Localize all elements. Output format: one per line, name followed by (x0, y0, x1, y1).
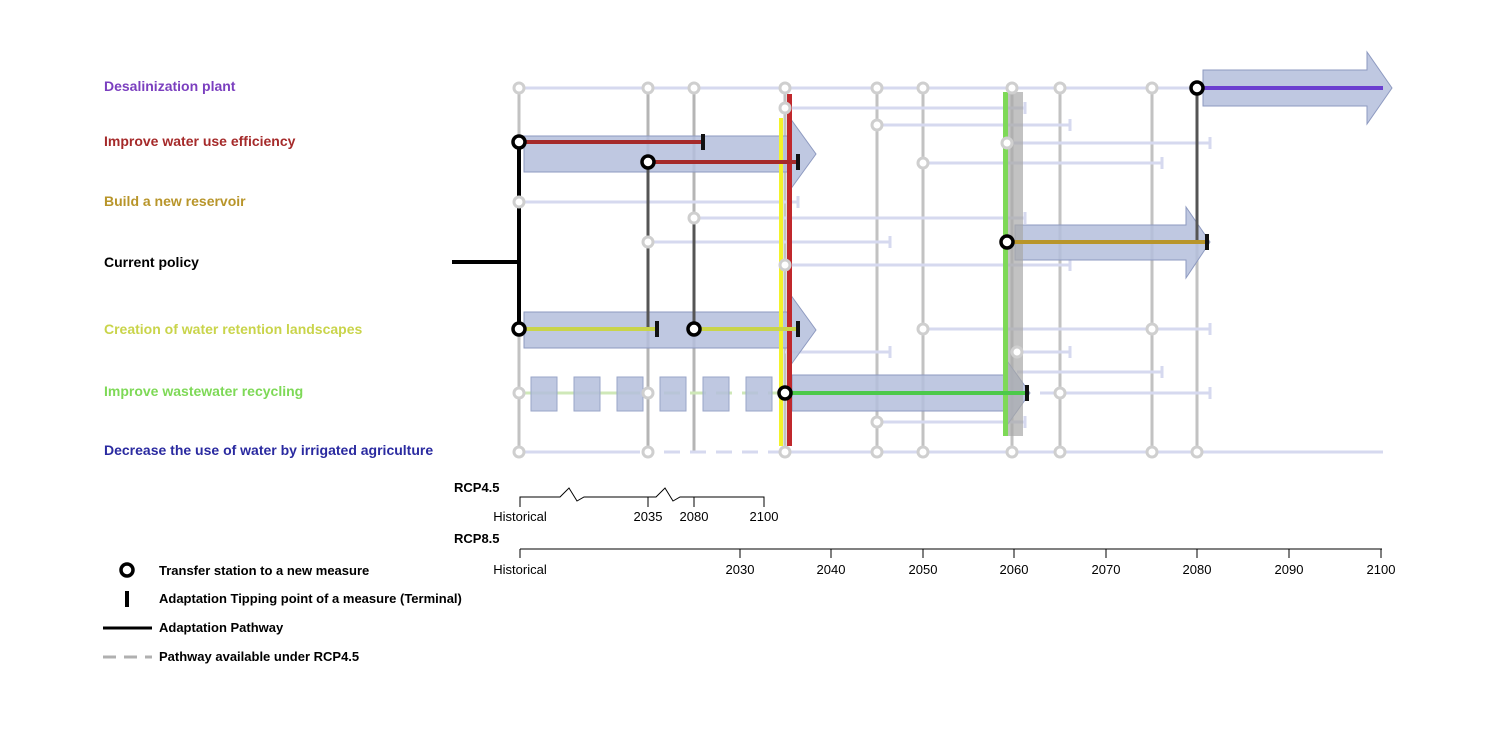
transfer-station-icon (119, 562, 135, 578)
node (512, 195, 526, 209)
transfer-station-icon (1189, 80, 1205, 96)
node (641, 386, 655, 400)
square-marker (530, 376, 558, 412)
node (870, 445, 884, 459)
node (870, 81, 884, 95)
legend-label: Adaptation Tipping point of a measure (T… (159, 591, 462, 606)
node (1190, 445, 1204, 459)
rcp85-tick-label: 2030 (726, 562, 755, 577)
node (1005, 445, 1019, 459)
rcp45-tick-label: 2080 (680, 509, 709, 524)
light-terminal-ticks (796, 102, 1212, 428)
node (778, 258, 792, 272)
node (512, 81, 526, 95)
rcp85-ticks (519, 549, 1382, 558)
measure-label-agriculture: Decrease the use of water by irrigated a… (104, 442, 433, 458)
rcp85-tick-label: 2040 (817, 562, 846, 577)
node (1145, 81, 1159, 95)
measure-label-reservoir: Build a new reservoir (104, 193, 246, 209)
node (687, 211, 701, 225)
measure-row-lines (519, 86, 1383, 454)
node (916, 156, 930, 170)
legend-item-transfer: Transfer station to a new measure (119, 562, 369, 578)
terminal-ticks (655, 134, 1209, 401)
rcp85-tick-label: Historical (493, 562, 547, 577)
measure-label-retention: Creation of water retention landscapes (104, 321, 362, 337)
light-nodes (512, 81, 1204, 459)
node (687, 81, 701, 95)
node (1053, 81, 1067, 95)
red-band (787, 94, 792, 446)
node (916, 81, 930, 95)
rcp45-tick-label: Historical (493, 509, 547, 524)
node (1145, 322, 1159, 336)
legend-item-pathway: Adaptation Pathway (103, 620, 284, 635)
yellow-band (779, 118, 783, 446)
node (1000, 136, 1014, 150)
transfer-station-icon (999, 234, 1015, 250)
rcp45-label: RCP4.5 (454, 480, 500, 495)
rcp45-tick-label: 2035 (634, 509, 663, 524)
node (641, 445, 655, 459)
square-marker (702, 376, 730, 412)
transfer-station-icon (777, 385, 793, 401)
node (1053, 386, 1067, 400)
transfer-stations (511, 80, 1205, 401)
node (778, 445, 792, 459)
node (778, 81, 792, 95)
rcp85-tick-label: 2050 (909, 562, 938, 577)
legend-label: Transfer station to a new measure (159, 563, 369, 578)
transfer-station-icon (686, 321, 702, 337)
legend-label: Pathway available under RCP4.5 (159, 649, 359, 664)
node (641, 81, 655, 95)
node (1145, 445, 1159, 459)
square-marker (659, 376, 687, 412)
node (1010, 345, 1024, 359)
legend-item-tipping: Adaptation Tipping point of a measure (T… (125, 591, 462, 607)
transfer-station-icon (511, 134, 527, 150)
node (1005, 81, 1019, 95)
node (641, 235, 655, 249)
green-band (1003, 92, 1008, 436)
rcp85-tick-label: 2100 (1367, 562, 1396, 577)
transfer-station-icon (511, 321, 527, 337)
node (870, 118, 884, 132)
rcp45-axis-line (519, 487, 765, 507)
node (512, 386, 526, 400)
wastewater-squares (530, 376, 773, 412)
rcp85-tick-label: 2090 (1275, 562, 1304, 577)
node (870, 415, 884, 429)
measure-label-current-policy: Current policy (104, 254, 199, 270)
square-marker (745, 376, 773, 412)
legend-item-dashed: Pathway available under RCP4.5 (103, 649, 359, 664)
node (916, 322, 930, 336)
measure-label-desalinization: Desalinization plant (104, 78, 236, 94)
legend-label: Adaptation Pathway (159, 620, 284, 635)
active-pathways (452, 86, 1383, 395)
rcp85-tick-label: 2060 (1000, 562, 1029, 577)
measure-label-wastewater: Improve wastewater recycling (104, 383, 303, 399)
node (916, 445, 930, 459)
node (778, 101, 792, 115)
legend: Transfer station to a new measure Adapta… (103, 562, 462, 664)
node (1053, 445, 1067, 459)
measure-label-efficiency: Improve water use efficiency (104, 133, 296, 149)
rcp85-tick-label: 2080 (1183, 562, 1212, 577)
measure-labels: Desalinization plant Improve water use e… (104, 78, 433, 458)
rcp85-tick-label: 2070 (1092, 562, 1121, 577)
node (512, 445, 526, 459)
arrow-efficiency (523, 116, 817, 192)
square-marker (616, 376, 644, 412)
rcp45-axis: RCP4.5 Historical 2035 2080 2100 (454, 480, 778, 524)
rcp85-label: RCP8.5 (454, 531, 500, 546)
rcp85-axis: RCP8.5 Historical 2030 2040 2050 2060 20… (454, 531, 1395, 577)
rcp45-tick-label: 2100 (750, 509, 779, 524)
transfer-station-icon (640, 154, 656, 170)
square-marker (573, 376, 601, 412)
